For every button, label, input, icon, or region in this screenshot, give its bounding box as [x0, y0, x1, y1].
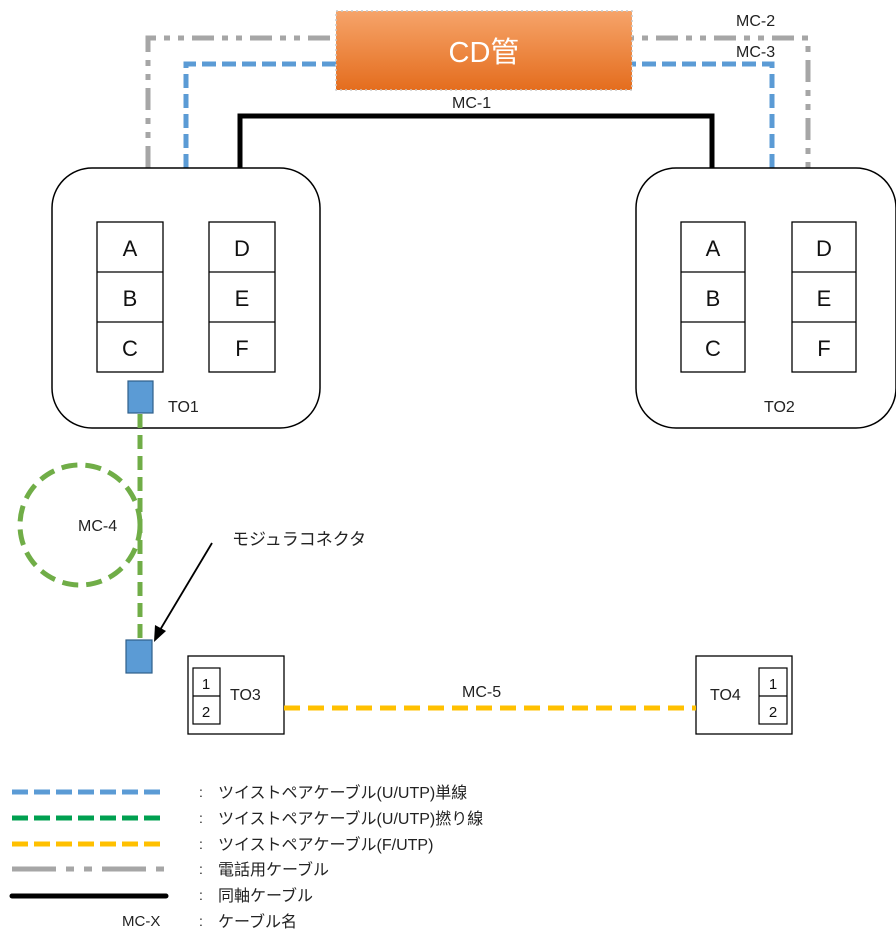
- legend-swatch-mc-x: MC-X: [122, 913, 160, 930]
- legend-label-utp-stranded: ツイストペアケーブル(U/UTP)撚り線: [218, 809, 483, 828]
- mc3-utp-solid-cable: [183, 61, 775, 168]
- mc5-label: MC-5: [462, 684, 501, 701]
- to2-outlet: [635, 167, 896, 429]
- to4-port-grid: [758, 667, 788, 725]
- legend-label-cable-name: ケーブル名: [218, 912, 297, 931]
- annotation-arrow-line: [159, 542, 213, 631]
- to1-port-grid: [96, 221, 276, 373]
- to2-label: TO2: [764, 399, 795, 416]
- modular-connector-label: モジュラコネクタ: [232, 530, 366, 549]
- to1-port-b: B: [123, 286, 138, 311]
- to2-port-e: E: [817, 286, 832, 311]
- mc1-coax-cable: [237, 113, 715, 168]
- mc3-label: MC-3: [736, 44, 775, 61]
- to2-port-grid: [680, 221, 857, 373]
- to4-port-1: 1: [769, 676, 777, 693]
- to3-port-grid: [192, 667, 221, 725]
- to3-label: TO3: [230, 687, 261, 704]
- to1-port-a: A: [123, 236, 138, 261]
- mc1-label: MC-1: [452, 95, 491, 112]
- legend-separator: :: [199, 887, 203, 903]
- to2-port-c: C: [705, 336, 721, 361]
- to2-port-d: D: [816, 236, 832, 261]
- mc4-label: MC-4: [78, 518, 117, 535]
- cd-pipe: [335, 10, 633, 91]
- to1-label: TO1: [168, 399, 199, 416]
- to3-port-1: 1: [202, 676, 210, 693]
- mc2-label: MC-2: [736, 13, 775, 30]
- mc2-telephone-cable: [145, 35, 811, 168]
- to2-port-b: B: [706, 286, 721, 311]
- to1-port-c: C: [122, 336, 138, 361]
- to1-port-d: D: [234, 236, 250, 261]
- to2-port-f: F: [817, 336, 830, 361]
- mc4-highlight-circle: [17, 462, 143, 588]
- legend-separator: :: [199, 913, 203, 929]
- to1-outlet: [51, 167, 321, 429]
- legend-label-coax: 同軸ケーブル: [218, 886, 313, 905]
- annotation-arrowhead: [154, 625, 166, 642]
- to2-port-a: A: [706, 236, 721, 261]
- legend: MC-X : : : : : : ツイストペアケーブル(U/UTP)単線 ツイス…: [9, 783, 483, 931]
- legend-separator: :: [199, 784, 203, 800]
- cd-pipe-label: CD管: [449, 36, 520, 69]
- legend-label-telephone: 電話用ケーブル: [218, 860, 329, 879]
- modular-connector: [125, 639, 153, 674]
- legend-separator: :: [199, 861, 203, 877]
- legend-separator: :: [199, 836, 203, 852]
- legend-separator: :: [199, 810, 203, 826]
- to1-port-f: F: [235, 336, 248, 361]
- to4-port-2: 2: [769, 704, 777, 721]
- to3-port-2: 2: [202, 704, 210, 721]
- to4-label: TO4: [710, 687, 741, 704]
- legend-label-ftp: ツイストペアケーブル(F/UTP): [218, 835, 433, 854]
- to1-port-e: E: [235, 286, 250, 311]
- legend-label-utp-solid: ツイストペアケーブル(U/UTP)単線: [218, 783, 467, 802]
- to1-connector: [127, 380, 154, 414]
